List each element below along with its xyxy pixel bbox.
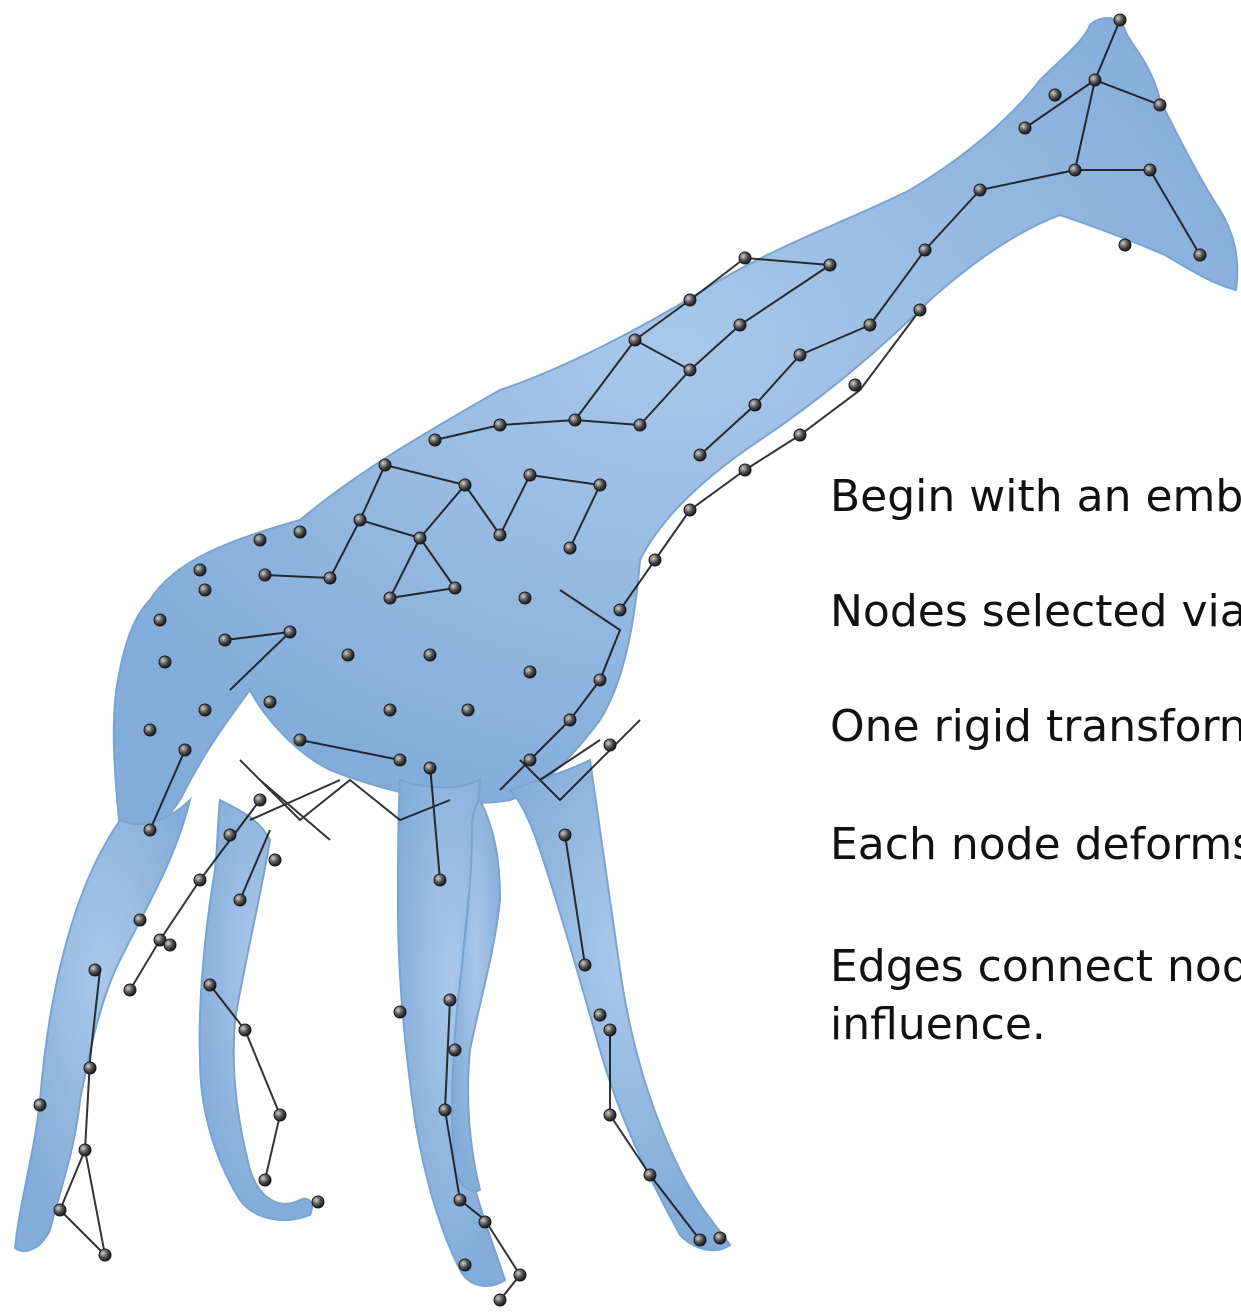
bullet-text-5: Edges connect nod bbox=[830, 941, 1241, 992]
giraffe-mesh bbox=[13, 17, 1239, 1287]
bullet-text-4: Each node deforms bbox=[830, 819, 1241, 870]
bullet-text-3: One rigid transforn bbox=[830, 701, 1241, 752]
giraffe-leg-5 bbox=[451, 798, 502, 1193]
bullet-text-2: Nodes selected via bbox=[830, 586, 1241, 637]
bullet-text-1: Begin with an emb bbox=[830, 471, 1241, 522]
graph-nodes bbox=[33, 13, 1207, 1307]
bullet-text-5-continuation: influence. bbox=[830, 999, 1046, 1050]
giraffe-leg-1 bbox=[13, 796, 192, 1252]
graph-edges bbox=[58, 19, 1201, 1301]
giraffe-leg-2 bbox=[198, 798, 313, 1221]
giraffe-leg-4 bbox=[508, 758, 732, 1252]
giraffe-body-neck-head bbox=[112, 17, 1239, 835]
